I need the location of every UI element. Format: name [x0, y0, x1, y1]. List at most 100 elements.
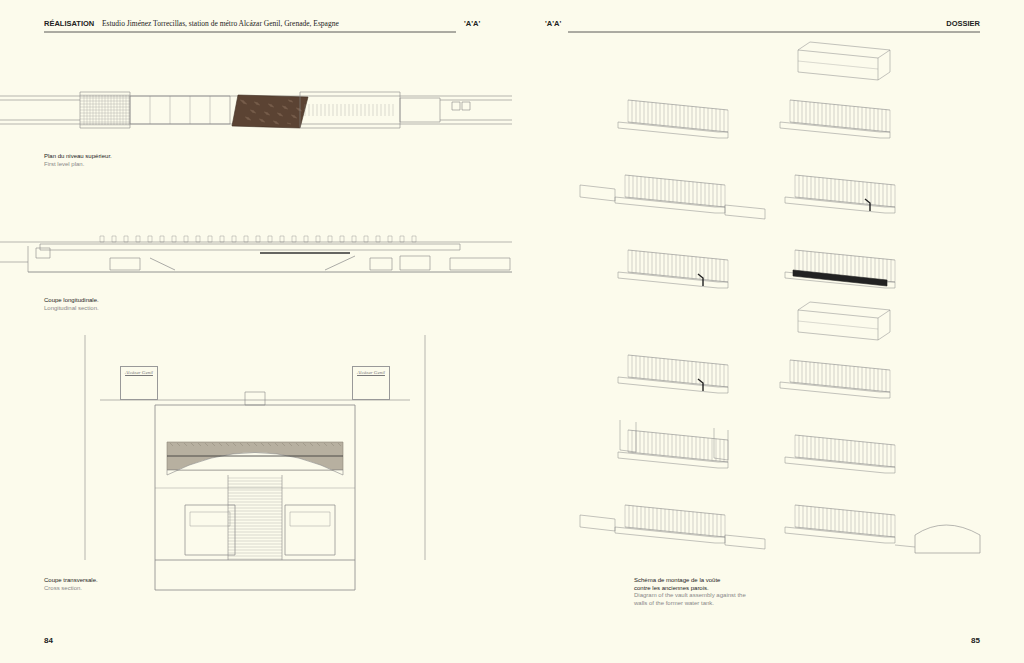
- drawing-line: [878, 369, 879, 391]
- drawing-line: [846, 366, 847, 388]
- drawing-line: [677, 510, 678, 532]
- drawing-line: [618, 272, 728, 288]
- drawing-line: [618, 452, 728, 468]
- drawing-line: [352, 236, 356, 242]
- drawing-line: [847, 255, 848, 277]
- drawing-line: [807, 436, 808, 458]
- drawing-line: [815, 252, 816, 274]
- texture: [252, 112, 256, 113]
- drawing-line: [660, 358, 661, 380]
- drawing-line: [681, 511, 682, 533]
- drawing-line: [693, 182, 694, 204]
- drawing-line: [184, 236, 188, 242]
- drawing-line: [0, 100, 80, 101]
- drawing-line: [228, 493, 282, 494]
- drawing-line: [713, 184, 714, 206]
- drawing-line: [80, 104, 130, 105]
- drawing-line: [810, 362, 811, 384]
- drawing-line: [716, 439, 717, 461]
- drawing-line: [887, 184, 888, 206]
- texture: [242, 102, 246, 103]
- texture: [261, 443, 264, 446]
- drawing-line: [855, 256, 856, 278]
- drawing-line: [851, 256, 852, 278]
- drawing-line: [462, 102, 470, 110]
- drawing-line: [388, 236, 392, 242]
- drawing-line: [692, 361, 693, 383]
- drawing-line: [716, 364, 717, 386]
- drawing-line: [305, 104, 306, 116]
- caption-translation: Diagram of the vault assembly against th…: [634, 592, 746, 607]
- texture: [277, 113, 281, 114]
- drawing-line: [292, 236, 296, 242]
- drawing-line: [725, 205, 765, 219]
- drawing-line: [672, 104, 673, 126]
- drawing-line: [724, 365, 725, 387]
- drawing-line: [819, 507, 820, 529]
- drawing-line: [835, 439, 836, 461]
- drawing-line: [625, 175, 626, 197]
- drawing-line: [28, 246, 29, 272]
- drawing-line: [369, 104, 370, 116]
- drawing-line: [795, 175, 796, 197]
- texture: [260, 120, 264, 121]
- drawing-line: [696, 362, 697, 384]
- texture: [296, 443, 299, 446]
- drawing-line: [819, 177, 820, 199]
- drawing-line: [290, 512, 330, 526]
- drawing-line: [677, 180, 678, 202]
- texture: [212, 443, 215, 446]
- drawing-line: [798, 101, 799, 123]
- drawing-line: [228, 508, 282, 509]
- drawing-line: [357, 104, 358, 116]
- drawing-line: [785, 527, 895, 543]
- drawing-line: [228, 502, 282, 503]
- texture: [240, 443, 243, 446]
- drawing-line: [835, 254, 836, 276]
- drawing-line: [228, 481, 282, 482]
- drawing-line: [846, 106, 847, 128]
- drawing-line: [228, 484, 282, 485]
- drawing-line: [847, 180, 848, 202]
- texture: [297, 109, 301, 110]
- drawing-line: [633, 506, 634, 528]
- drawing-line: [815, 437, 816, 459]
- drawing-line: [835, 509, 836, 531]
- drawing-line: [329, 104, 330, 116]
- drawing-line: [835, 179, 836, 201]
- drawing-line: [859, 256, 860, 278]
- drawing-line: [724, 440, 725, 462]
- drawing-line: [672, 359, 673, 381]
- drawing-line: [798, 302, 890, 318]
- drawing-line: [669, 509, 670, 531]
- drawing-line: [720, 364, 721, 386]
- drawing-line: [780, 122, 890, 138]
- drawing-line: [668, 104, 669, 126]
- drawing-line: [712, 108, 713, 130]
- drawing-line: [709, 183, 710, 205]
- drawing-line: [843, 180, 844, 202]
- drawing-line: [708, 363, 709, 385]
- drawing-line: [720, 259, 721, 281]
- drawing-line: [648, 102, 649, 124]
- drawing-line: [228, 526, 282, 527]
- drawing-line: [185, 505, 235, 555]
- drawing-line: [811, 252, 812, 274]
- drawing-line: [228, 544, 282, 545]
- drawing-line: [807, 251, 808, 273]
- drawing-line: [672, 434, 673, 456]
- drawing-line: [361, 104, 362, 116]
- drawing-line: [830, 104, 831, 126]
- drawing-line: [80, 113, 130, 114]
- caption: Coupe transversale.: [44, 577, 98, 585]
- drawing-line: [855, 181, 856, 203]
- drawing-line: [780, 122, 890, 138]
- drawing-line: [170, 96, 171, 124]
- drawing-line: [891, 185, 892, 207]
- drawing-line: [712, 438, 713, 460]
- drawing-line: [790, 360, 791, 382]
- drawing-line: [854, 366, 855, 388]
- header-text: Estudio Jiménez Torrecillas, station de …: [102, 19, 339, 28]
- drawing-line: [376, 236, 380, 242]
- drawing-line: [799, 250, 800, 272]
